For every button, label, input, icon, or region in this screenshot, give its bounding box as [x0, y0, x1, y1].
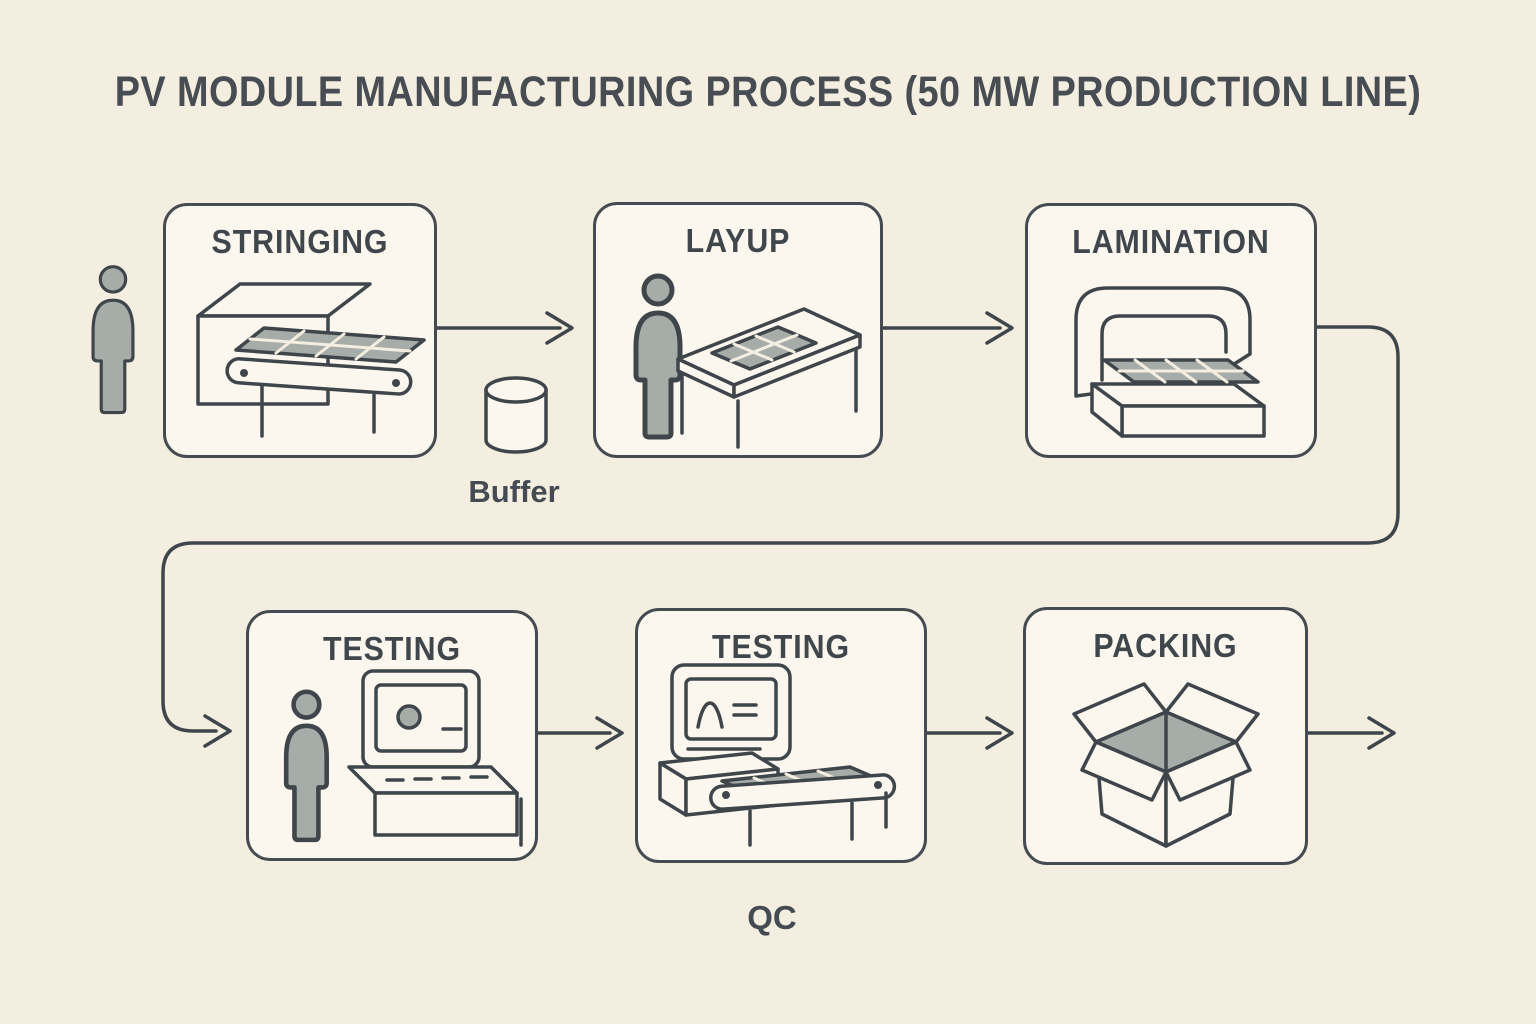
qc-label: QC	[747, 899, 797, 936]
stringer-machine-icon	[196, 282, 426, 438]
test-workstation-icon	[283, 669, 523, 847]
stage-box-packing: PACKING	[1023, 607, 1308, 865]
operator-icon	[633, 273, 683, 440]
operator-icon	[91, 265, 135, 415]
test-conveyor-icon	[658, 663, 897, 847]
arrow-packing-out	[1306, 716, 1396, 750]
laminator-machine-icon	[1074, 286, 1266, 438]
stage-label-layup: LAYUP	[685, 222, 791, 259]
arrow-testing-to-packing	[925, 716, 1014, 750]
stage-box-testing-2: TESTING	[635, 608, 927, 863]
stage-box-testing-1: TESTING	[246, 610, 538, 861]
stage-label-packing: PACKING	[1093, 627, 1238, 664]
arrow-testing-to-testing	[536, 716, 624, 750]
cylinder-icon	[484, 376, 548, 454]
open-box-icon	[1072, 682, 1260, 848]
stage-label-testing-1: TESTING	[322, 630, 461, 667]
connector-lamination-to-testing	[161, 325, 1400, 748]
stage-box-layup: LAYUP	[593, 202, 883, 458]
arrow-stringing-to-layup	[435, 311, 574, 345]
module-grid	[710, 325, 818, 371]
stage-box-stringing: STRINGING	[163, 203, 437, 458]
arrow-layup-to-lamination	[881, 311, 1014, 345]
diagram-title: PV MODULE MANUFACTURING PROCESS (50 MW P…	[114, 68, 1422, 116]
stage-box-lamination: LAMINATION	[1025, 203, 1317, 458]
cell-string-grid	[234, 326, 426, 364]
buffer-label: Buffer	[468, 474, 560, 509]
layup-table-icon	[633, 273, 862, 449]
module-grid	[1102, 358, 1260, 384]
stage-label-stringing: STRINGING	[211, 223, 389, 260]
operator-icon	[283, 689, 329, 843]
stage-label-lamination: LAMINATION	[1072, 223, 1270, 260]
stage-label-testing-2: TESTING	[711, 628, 850, 665]
